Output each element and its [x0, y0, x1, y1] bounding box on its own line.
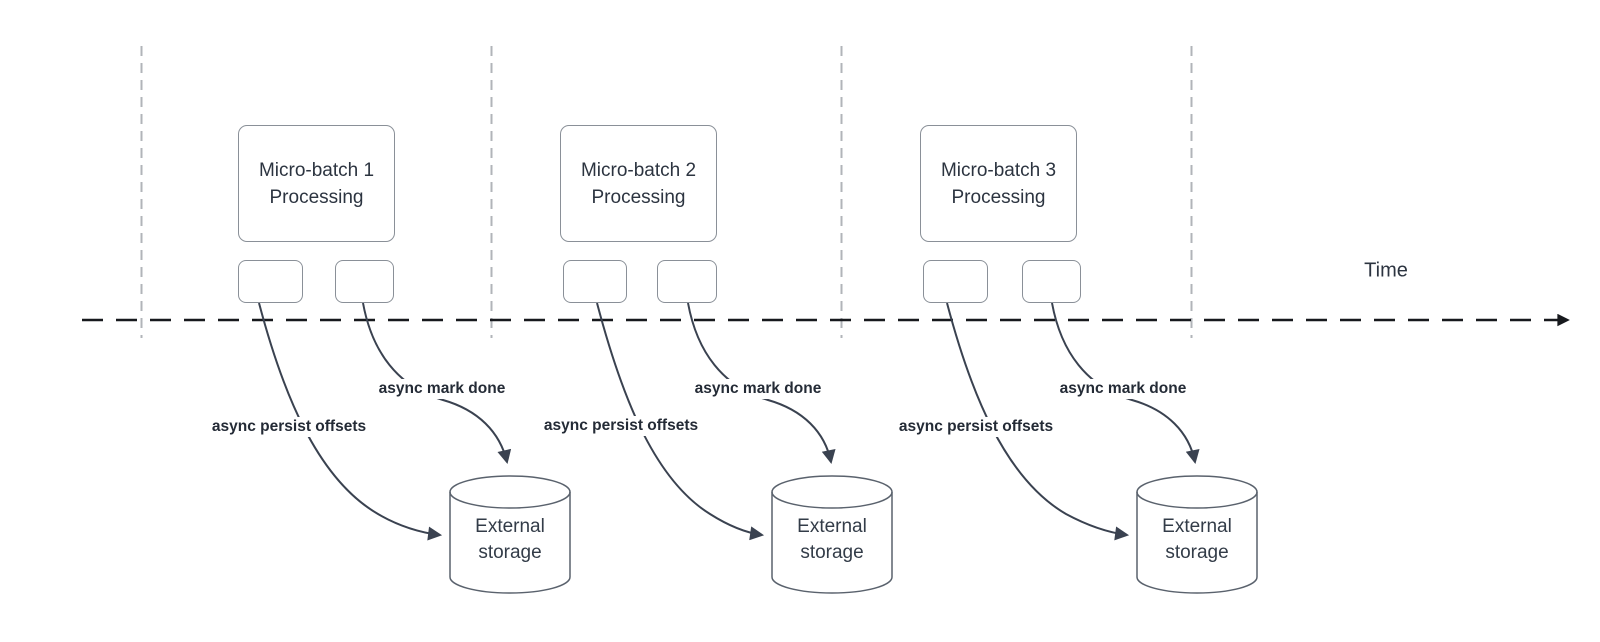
micro-batch-3-done-chip: [1022, 260, 1081, 303]
micro-batch-1-title-line1: Micro-batch 1: [258, 159, 375, 181]
async-persist-offsets-arrow-1: [258, 302, 443, 541]
async-mark-done-arrow-3: [1051, 302, 1200, 465]
micro-batch-1-processing-box: Micro-batch 1 Processing: [238, 125, 395, 242]
external-storage-label-2-line2: storage: [800, 542, 864, 563]
external-storage-label-3-line1: External: [1162, 516, 1232, 537]
async-mark-done-arrow-1: [362, 302, 512, 465]
micro-batch-3-title-line1: Micro-batch 3: [940, 159, 1057, 181]
micro-batch-1-offset-chip: [238, 260, 303, 303]
external-storage-label-2-line1: External: [797, 516, 867, 537]
micro-batch-2-processing-box: Micro-batch 2 Processing: [560, 125, 717, 242]
external-storage-cylinder-1-rim: [449, 491, 571, 509]
micro-batch-2-offset-chip: [563, 260, 627, 303]
micro-batch-2-title-line2: Processing: [591, 186, 686, 208]
time-axis-label: Time: [1364, 259, 1408, 282]
micro-batch-1-title-line2: Processing: [269, 186, 364, 208]
external-storage-label-1-line1: External: [475, 516, 545, 537]
async-persist-offsets-label-1: async persist offsets: [208, 417, 370, 437]
async-mark-done-arrow-2: [687, 302, 836, 465]
async-mark-done-label-2: async mark done: [691, 379, 825, 399]
external-storage-label-1: External storage: [450, 514, 570, 566]
external-storage-label-3: External storage: [1137, 514, 1257, 566]
external-storage-label-2: External storage: [772, 514, 892, 566]
external-storage-label-3-line2: storage: [1165, 542, 1229, 563]
micro-batch-2-title-line1: Micro-batch 2: [580, 159, 697, 181]
micro-batch-1-done-chip: [335, 260, 394, 303]
async-mark-done-label-3: async mark done: [1056, 379, 1190, 399]
micro-batch-3-processing-box: Micro-batch 3 Processing: [920, 125, 1077, 242]
async-persist-offsets-arrow-2: [596, 302, 765, 541]
async-persist-offsets-label-2: async persist offsets: [540, 416, 702, 436]
external-storage-cylinder-3-rim: [1136, 491, 1258, 509]
async-persist-offsets-arrow-3: [946, 302, 1130, 541]
async-mark-done-label-1: async mark done: [375, 379, 509, 399]
external-storage-cylinder-2-rim: [771, 491, 893, 509]
micro-batch-3-offset-chip: [923, 260, 988, 303]
external-storage-label-1-line2: storage: [478, 542, 542, 563]
async-persist-offsets-label-3: async persist offsets: [895, 417, 1057, 437]
micro-batch-3-title-line2: Processing: [951, 186, 1046, 208]
micro-batch-2-done-chip: [657, 260, 717, 303]
